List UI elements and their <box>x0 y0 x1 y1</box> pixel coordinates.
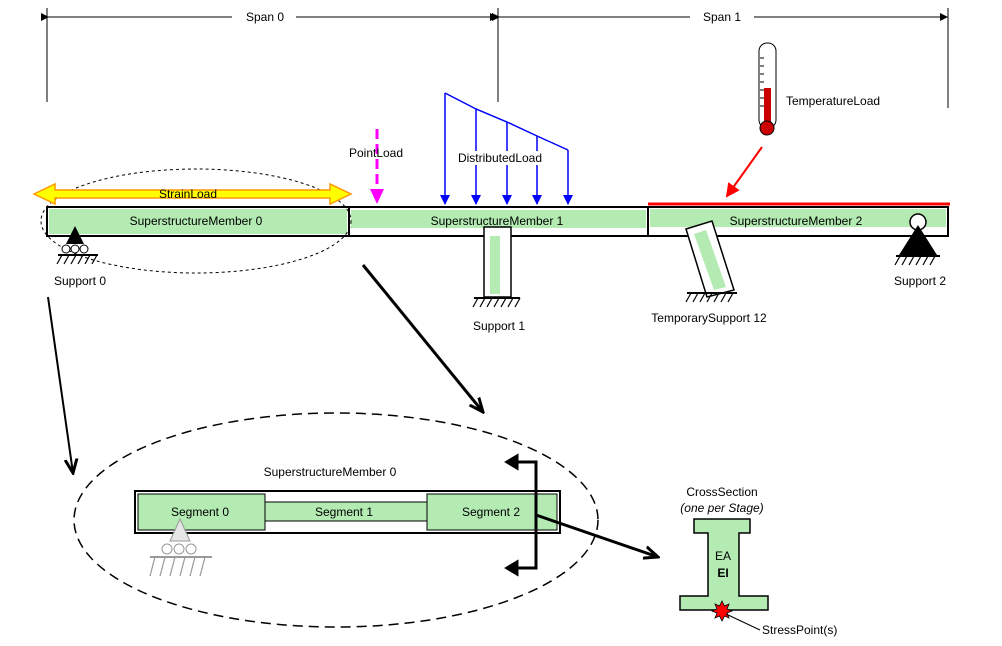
cross-section-arrow <box>535 513 658 557</box>
segment-0-label: Segment 0 <box>171 505 229 519</box>
stress-point-label: StressPoint(s) <box>762 623 837 637</box>
point-load-label: PointLoad <box>349 146 403 160</box>
member-1-label: SuperstructureMember 1 <box>431 214 564 228</box>
strain-load-ellipse <box>40 168 352 274</box>
strain-load-arrow <box>32 182 353 206</box>
distributed-load-label: DistributedLoad <box>458 151 542 165</box>
temporary-support-label: TemporarySupport 12 <box>651 311 767 325</box>
member-detail-title: SuperstructureMember 0 <box>264 465 397 479</box>
strain-load-label: StrainLoad <box>159 187 217 201</box>
detail-arrow-right <box>361 264 483 412</box>
member-2-label: SuperstructureMember 2 <box>730 214 863 228</box>
point-load[interactable]: PointLoad <box>349 129 403 204</box>
temperature-load[interactable]: TemperatureLoad <box>725 42 880 198</box>
support-1[interactable]: Support 1 <box>472 226 525 333</box>
span-dimensions: Span 0 Span 1 <box>41 8 949 108</box>
ea-label: EA <box>715 549 731 563</box>
support-1-label: Support 1 <box>473 319 525 333</box>
span-1-label: Span 1 <box>703 10 741 24</box>
cross-section-title: CrossSection <box>686 485 757 499</box>
cross-section-subtitle: (one per Stage) <box>680 501 763 515</box>
point-load-arrow <box>370 189 384 204</box>
support-2-label: Support 2 <box>894 274 946 288</box>
span-0-label: Span 0 <box>246 10 284 24</box>
stress-point-star-icon <box>710 600 734 622</box>
temperature-arrow <box>725 146 763 198</box>
temporary-support-12[interactable]: TemporarySupport 12 <box>651 220 767 325</box>
member-detail-ellipse <box>73 412 599 628</box>
support-0[interactable]: Support 0 <box>54 226 106 288</box>
i-section-shape <box>679 518 769 611</box>
segment-1-label: Segment 1 <box>315 505 373 519</box>
strain-load[interactable]: StrainLoad <box>32 168 353 274</box>
member-detail: SuperstructureMember 0 Segment 0 Segment… <box>73 412 658 628</box>
support-2[interactable]: Support 2 <box>894 213 946 288</box>
member-0-label: SuperstructureMember 0 <box>130 214 263 228</box>
ei-label: EI <box>717 566 728 580</box>
temperature-load-label: TemperatureLoad <box>786 94 880 108</box>
distributed-load[interactable]: DistributedLoad <box>440 92 573 205</box>
segment-0[interactable] <box>137 493 266 531</box>
detail-arrow-left <box>47 296 73 473</box>
ghost-support-icon <box>149 517 212 577</box>
support-0-label: Support 0 <box>54 274 106 288</box>
cross-section[interactable]: CrossSection (one per Stage) EA EI Stres… <box>679 485 837 637</box>
segment-2-label: Segment 2 <box>462 505 520 519</box>
